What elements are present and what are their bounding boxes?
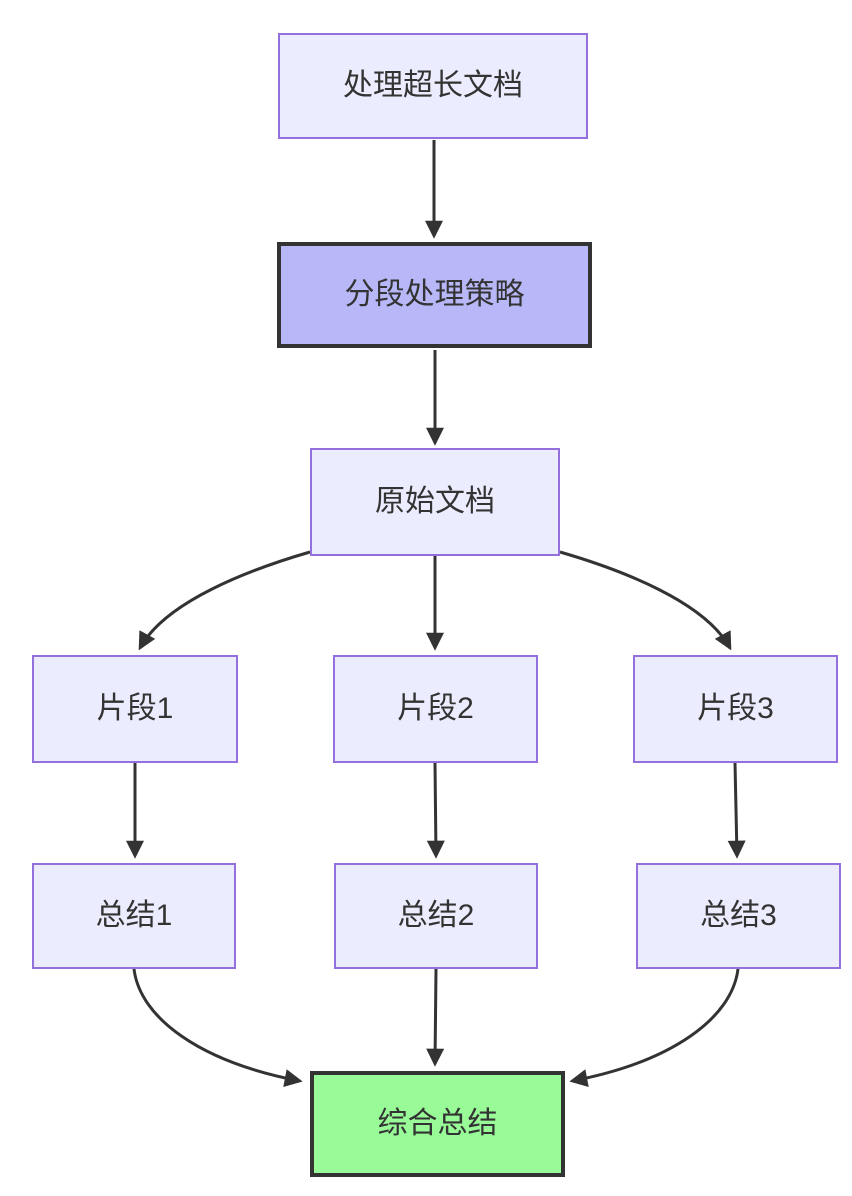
node-final-summary: 综合总结 (310, 1071, 565, 1177)
edge-original-to-fragment3 (559, 550, 732, 651)
node-label: 综合总结 (377, 1107, 498, 1140)
edge-summary3-to-final (569, 968, 740, 1087)
node-label: 原始文档 (375, 485, 495, 518)
node-segmentation-strategy: 分段处理策略 (277, 242, 592, 348)
node-label: 处理超长文档 (343, 69, 523, 102)
edge-fragment2-to-summary2 (426, 762, 445, 859)
edge-summary2-to-final (426, 968, 445, 1067)
edge-summary1-to-final (132, 968, 303, 1087)
node-label: 片段3 (697, 692, 774, 725)
node-summary-1: 总结1 (32, 863, 236, 969)
node-fragment-2: 片段2 (333, 655, 538, 763)
node-original-doc: 原始文档 (310, 448, 560, 556)
node-label: 片段1 (96, 692, 174, 725)
edge-fragment3-to-summary3 (727, 762, 746, 859)
node-label: 总结2 (397, 899, 475, 932)
node-process-long-doc: 处理超长文档 (278, 33, 588, 139)
node-label: 片段2 (397, 692, 474, 725)
node-label: 总结3 (700, 899, 777, 932)
node-label: 分段处理策略 (344, 278, 525, 311)
node-summary-3: 总结3 (636, 863, 841, 969)
node-summary-2: 总结2 (334, 863, 538, 969)
edge-original-to-fragment1 (138, 550, 311, 651)
node-fragment-3: 片段3 (633, 655, 838, 763)
node-fragment-1: 片段1 (32, 655, 238, 763)
node-label: 总结1 (95, 899, 173, 932)
